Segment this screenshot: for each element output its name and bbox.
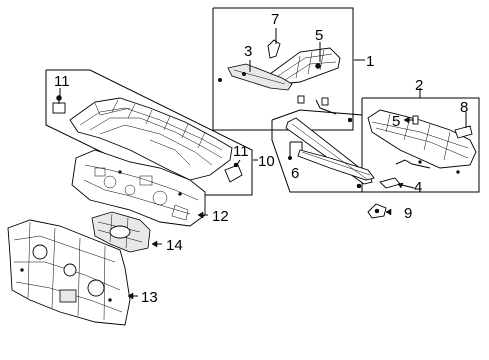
bracket-11-right [224, 162, 243, 183]
cowl-seal-3 [227, 63, 293, 91]
callout-12: 12 [212, 208, 229, 225]
leader-arrows [127, 116, 410, 300]
callout-9: 9 [404, 205, 412, 222]
callout-7: 7 [271, 11, 279, 28]
callout-4: 4 [414, 179, 422, 196]
callout-13: 13 [141, 289, 158, 306]
hose-link [395, 159, 460, 174]
bracket-9 [367, 203, 387, 219]
callout-5-right: 5 [392, 113, 400, 130]
dash-insulator-upper [91, 211, 151, 253]
dash-panel [71, 149, 206, 227]
callout-8: 8 [460, 99, 468, 116]
clip-5-upper [315, 63, 321, 69]
callout-14: 14 [166, 237, 183, 254]
frame-box-10 [45, 69, 253, 196]
clip-8 [454, 125, 473, 139]
cowl-top-panel [69, 97, 233, 181]
cowl-top-right-panel [367, 109, 477, 169]
callout-2: 2 [415, 77, 423, 94]
callout-11-left: 11 [54, 73, 70, 90]
frame-box-6 [271, 109, 363, 193]
callout-5-upper: 5 [315, 27, 323, 44]
clip-7 [267, 39, 281, 59]
seal-6 [285, 117, 375, 189]
small-fasteners-1 [217, 71, 353, 123]
seal-4-end [379, 177, 401, 189]
frame-box-1 [212, 7, 354, 131]
callout-10: 10 [258, 153, 275, 170]
bracket-11-left [52, 95, 66, 114]
callout-1: 1 [366, 53, 374, 70]
dash-silencer [7, 219, 131, 326]
callout-6: 6 [291, 165, 299, 182]
callout-3: 3 [244, 43, 252, 60]
callout-labels: 1 2 3 7 5 8 5 4 6 9 11 11 10 12 14 13 [54, 11, 468, 306]
callout-11-right: 11 [233, 143, 249, 160]
